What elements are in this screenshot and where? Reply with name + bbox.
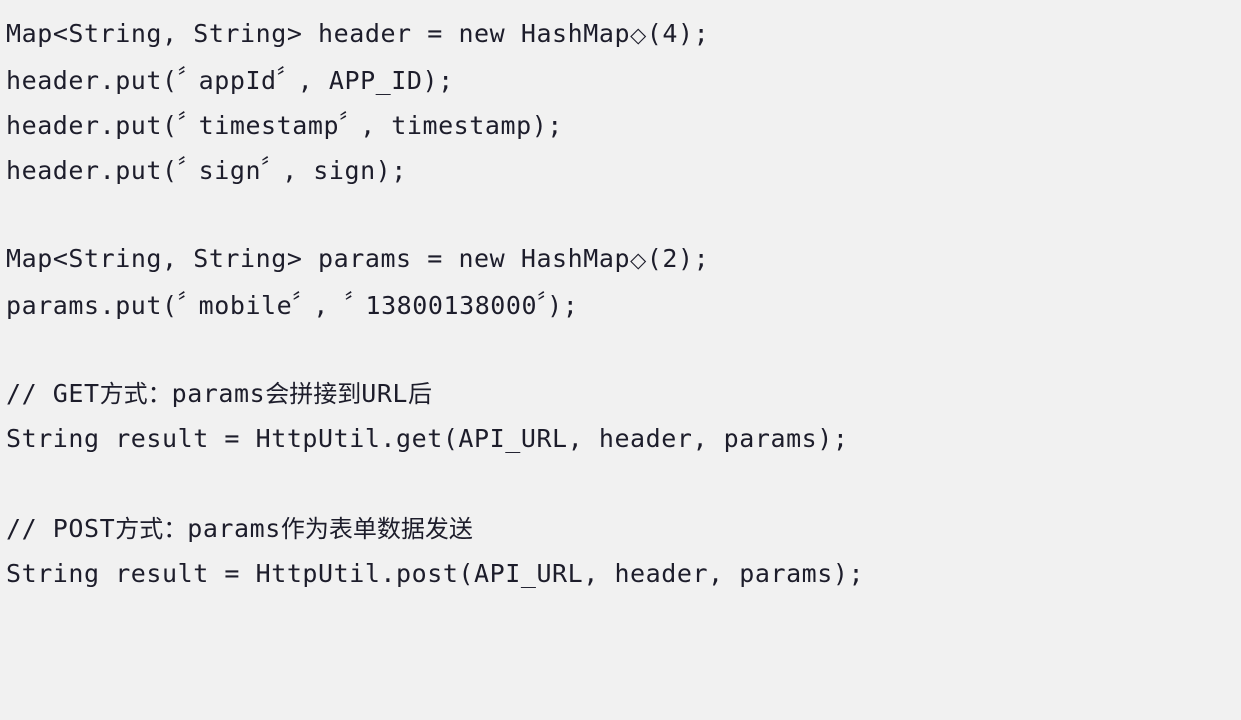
- code-token: 〞: [177, 111, 200, 136]
- code-token: 方式：: [115, 515, 188, 543]
- code-token: 会拼接到: [265, 380, 362, 408]
- code-line: String result = HttpUtil.post(API_URL, h…: [6, 551, 864, 596]
- code-token: 〞: [177, 66, 200, 91]
- code-token: 13800138000: [365, 290, 538, 320]
- code-token: ◇: [630, 248, 647, 272]
- code-token: timestamp: [198, 110, 340, 140]
- code-line: // POST方式：params作为表单数据发送: [6, 506, 864, 551]
- code-token: (4);: [646, 19, 710, 48]
- code-token: params = new HashMap: [302, 244, 631, 273]
- code-token: appId: [198, 65, 277, 95]
- code-line: Map<String, String> header = new HashMap…: [6, 11, 864, 56]
- code-token: // POST: [6, 514, 116, 543]
- code-token: // GET: [6, 379, 100, 408]
- code-token: sign: [198, 155, 262, 185]
- code-token: (2);: [646, 244, 710, 273]
- code-token: 〞: [276, 66, 299, 91]
- code-token: 〞: [177, 291, 200, 316]
- code-token: 〞: [177, 156, 200, 181]
- code-line: header.put(〞sign〞, sign);: [6, 146, 864, 191]
- code-token: 后: [408, 380, 433, 408]
- code-token: 〞: [261, 156, 283, 181]
- code-token: String result = HttpUtil.get(API_URL, he…: [6, 424, 849, 453]
- code-token: , timestamp);: [360, 110, 563, 140]
- code-token: <String, String>: [52, 19, 303, 48]
- code-token: Map: [6, 244, 53, 273]
- code-token: , sign);: [282, 155, 407, 185]
- code-token: 作为表单数据发送: [280, 515, 473, 543]
- code-line: // GET方式：params会拼接到URL后: [6, 371, 864, 416]
- code-token: <String, String>: [52, 244, 303, 273]
- code-line: [6, 326, 864, 371]
- code-token: Map: [6, 19, 53, 48]
- code-token: params: [171, 379, 266, 408]
- code-token: header = new HashMap: [302, 19, 631, 48]
- code-token: 〞: [537, 291, 548, 316]
- code-token: 〞: [339, 111, 361, 136]
- code-token: mobile: [198, 290, 293, 320]
- code-line: [6, 191, 864, 236]
- code-token: header.put(: [6, 155, 178, 185]
- code-token: ,: [313, 290, 345, 320]
- code-token: 〞: [292, 291, 314, 316]
- code-token: 方式：: [99, 380, 172, 408]
- code-line: Map<String, String> params = new HashMap…: [6, 236, 864, 281]
- code-line: header.put(〞timestamp〞, timestamp);: [6, 101, 864, 146]
- code-token: , APP_ID);: [297, 65, 454, 95]
- code-token: 〞: [344, 291, 366, 316]
- code-line-list: Map<String, String> header = new HashMap…: [6, 11, 864, 596]
- code-line: params.put(〞mobile〞, 〞13800138000〞);: [6, 281, 864, 326]
- code-token: ◇: [630, 23, 647, 47]
- code-line: String result = HttpUtil.get(API_URL, he…: [6, 416, 864, 461]
- code-token: URL: [361, 379, 409, 408]
- code-token: );: [547, 290, 579, 320]
- code-token: String result = HttpUtil.post(API_URL, h…: [6, 559, 865, 588]
- code-token: header.put(: [6, 65, 178, 95]
- code-line: header.put(〞appId〞, APP_ID);: [6, 56, 864, 101]
- code-token: params.put(: [6, 290, 178, 320]
- code-token: params: [187, 514, 281, 543]
- code-line: [6, 461, 864, 506]
- code-token: header.put(: [6, 110, 178, 140]
